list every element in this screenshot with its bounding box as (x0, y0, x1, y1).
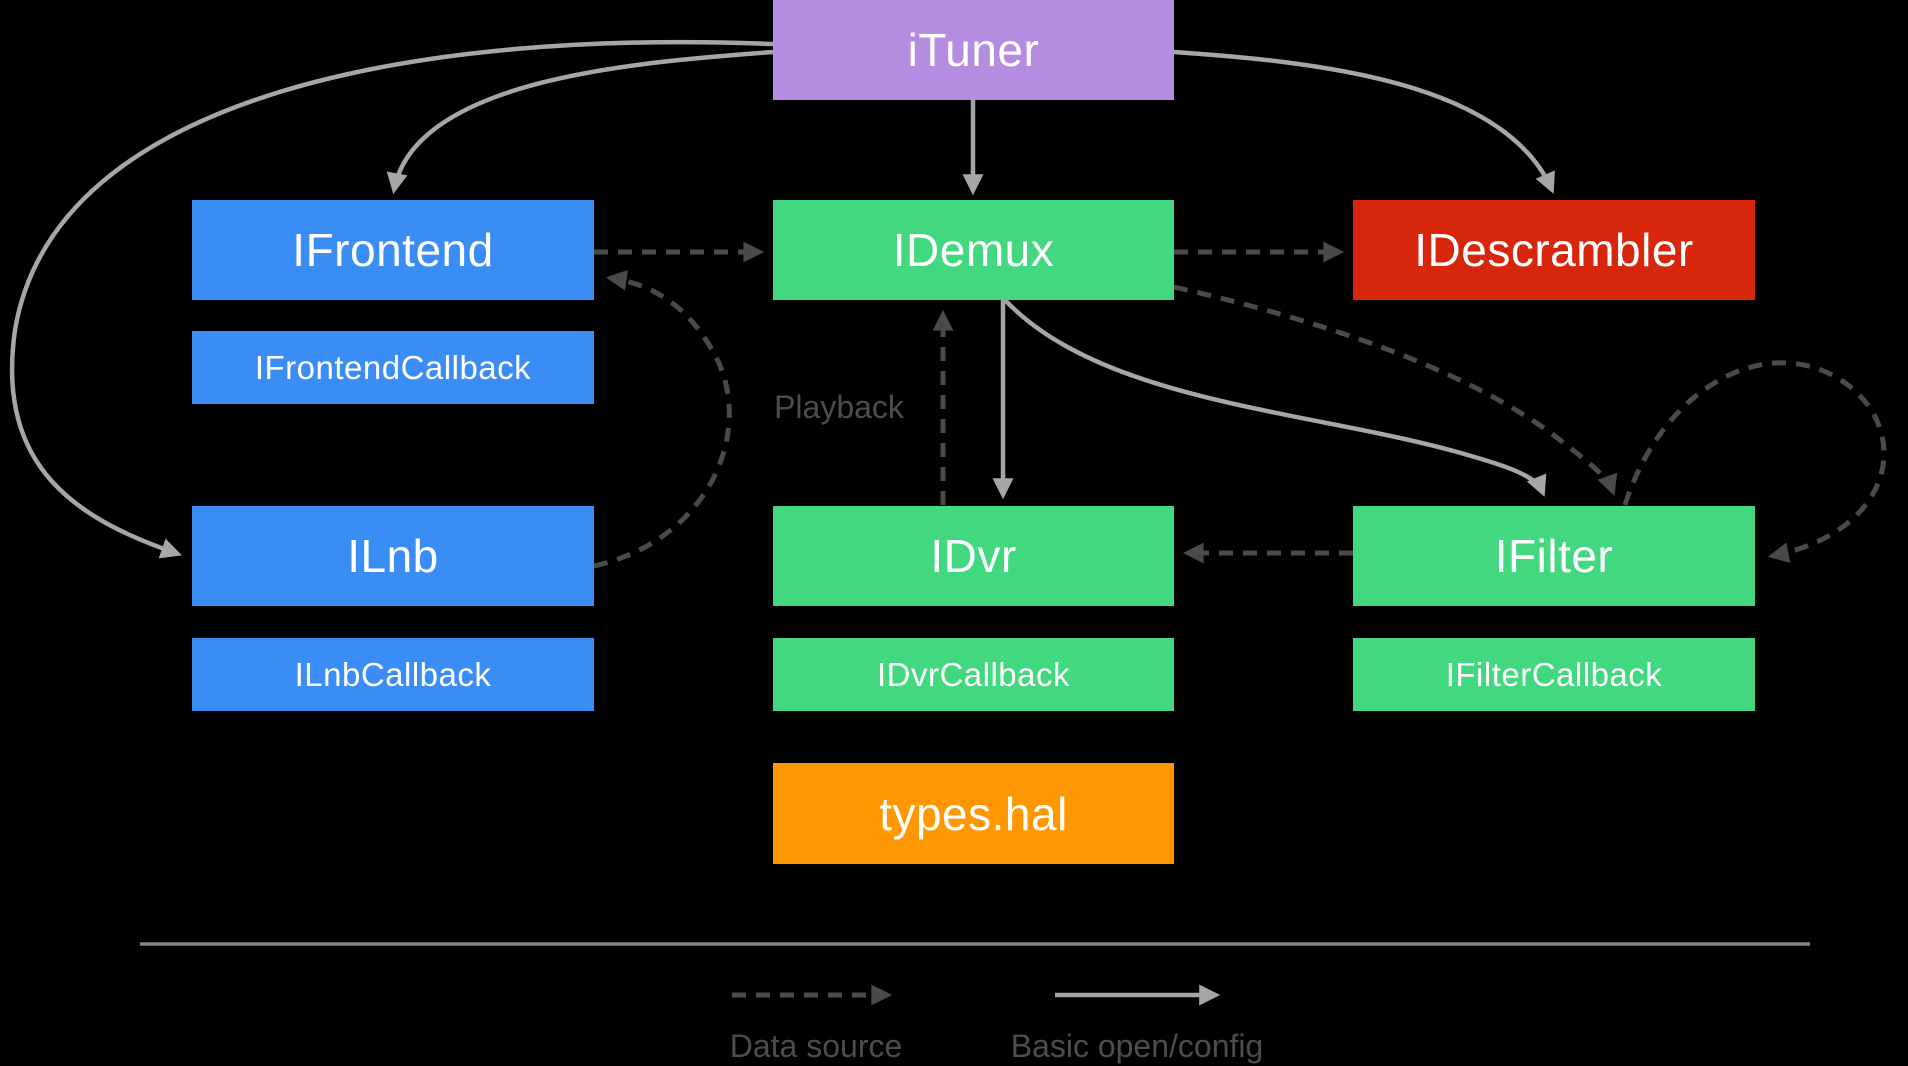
node-label: types.hal (879, 787, 1068, 840)
node-label: IFrontend (292, 224, 494, 276)
edge-ituner-to-ifrontend (386, 49, 774, 195)
node-label: IDvrCallback (876, 655, 1071, 693)
node-ilnb: ILnb (192, 506, 594, 606)
edge-idemux-to-ifilter-dashed (1173, 284, 1618, 496)
node-ituner: iTuner (773, 0, 1174, 100)
node-label: IFilterCallback (1445, 655, 1663, 693)
node-label: IDemux (892, 224, 1055, 276)
node-label: IDescrambler (1414, 224, 1694, 276)
node-idvr: IDvr (773, 506, 1174, 606)
node-label: iTuner (907, 24, 1040, 76)
legend-data-source-label: Data source (729, 1028, 903, 1064)
edge-idemux-to-ifilter (1003, 298, 1547, 497)
node-label: IDvr (930, 530, 1017, 582)
node-label: ILnbCallback (294, 655, 492, 693)
node-ifilter: IFilter (1353, 506, 1755, 606)
node-idemux: IDemux (773, 200, 1174, 300)
node-idvr-callback: IDvrCallback (773, 638, 1174, 711)
node-label: IFrontendCallback (254, 348, 532, 386)
node-label: IFilter (1494, 530, 1614, 582)
node-label: ILnb (347, 530, 439, 582)
edge-ifilter-self-loop (1622, 360, 1887, 563)
node-types-hal: types.hal (773, 763, 1174, 864)
node-idescrambler: IDescrambler (1353, 200, 1755, 300)
edge-ilnb-to-ifrontend (593, 270, 732, 569)
legend-basic-open-config-label: Basic open/config (1010, 1028, 1264, 1064)
edge-ituner-to-idescrambler (1173, 49, 1555, 194)
playback-label: Playback (774, 389, 904, 425)
node-ifrontend: IFrontend (192, 200, 594, 300)
edge-ituner-to-ilnb (9, 39, 774, 559)
node-ifrontend-callback: IFrontendCallback (192, 331, 594, 404)
node-ilnb-callback: ILnbCallback (192, 638, 594, 711)
node-ifilter-callback: IFilterCallback (1353, 638, 1755, 711)
